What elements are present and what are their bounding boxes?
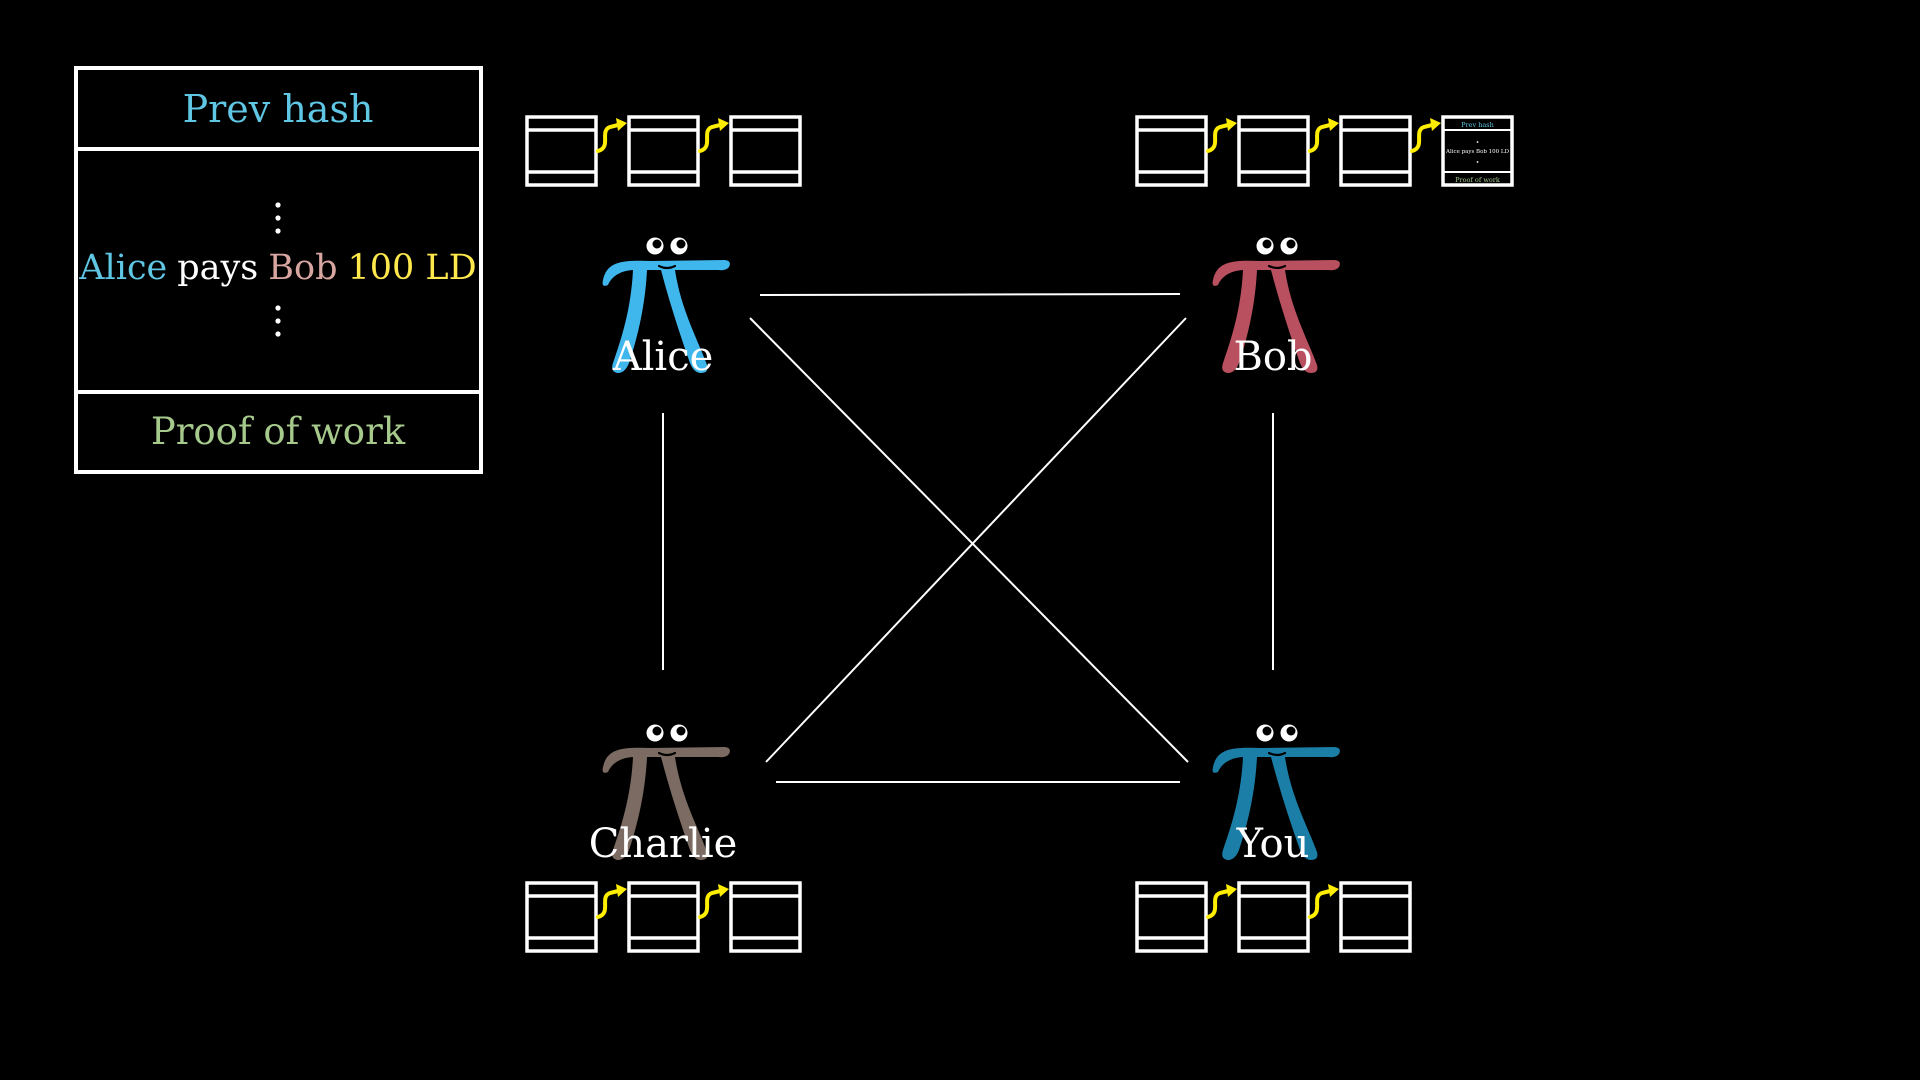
block-outline (74, 66, 483, 474)
bob-chain-block (1135, 115, 1208, 187)
bob-name-label: Bob (1233, 334, 1312, 380)
bob-mouth (1267, 264, 1287, 270)
mini-block-transaction: Alice pays Bob 100 LD (1445, 149, 1510, 155)
you-chain-arrow (1206, 884, 1237, 919)
charlie-chain-arrow (596, 884, 627, 919)
alice-pi-body (602, 260, 730, 373)
vertical-ellipsis-top (275, 202, 281, 234)
connection-alice-you (749, 317, 1189, 763)
alice-eyes (646, 237, 688, 255)
charlie-name-label: Charlie (589, 821, 738, 867)
connection-alice-bob (759, 293, 1181, 296)
you-chain-block (1237, 881, 1310, 953)
connection-bob-charlie (765, 317, 1187, 763)
transaction-verb: pays (177, 248, 258, 288)
charlie-blockchain (525, 881, 802, 953)
alice-chain-block (525, 115, 598, 187)
you-eyes (1256, 724, 1298, 742)
transaction-amount: 100 LD (347, 248, 476, 288)
charlie-chain-block (525, 881, 598, 953)
alice-chain-arrow (596, 118, 627, 153)
bob-chain-arrow (1410, 118, 1441, 153)
alice-name-label: Alice (612, 334, 714, 380)
bob-chain-block (1339, 115, 1412, 187)
bob-pi-body (1212, 260, 1340, 373)
alice-pi-character (602, 237, 730, 373)
you-name-label: You (1236, 821, 1310, 867)
prev-hash-label: Prev hash (183, 87, 374, 131)
charlie-mouth (657, 751, 677, 757)
you-chain-block (1135, 881, 1208, 953)
you-chain-block (1339, 881, 1412, 953)
alice-chain-block (729, 115, 802, 187)
charlie-eyes (646, 724, 688, 742)
mini-block-proof: Proof of work (1455, 176, 1500, 184)
transaction-payer: Alice (78, 248, 167, 288)
proof-of-work-label: Proof of work (151, 410, 406, 453)
alice-mouth (657, 264, 677, 270)
alice-chain-block (627, 115, 700, 187)
charlie-pi-body (602, 747, 730, 860)
you-pi-body (1212, 747, 1340, 860)
bob-eyes (1256, 237, 1298, 255)
you-mouth (1267, 751, 1287, 757)
you-blockchain (1135, 881, 1412, 953)
bob-chain-arrow (1206, 118, 1237, 153)
you-chain-arrow (1308, 884, 1339, 919)
bob-pi-character (1212, 237, 1340, 373)
alice-chain-arrow (698, 118, 729, 153)
mini-block-prev-hash: Prev hash (1461, 121, 1494, 129)
charlie-chain-block (729, 881, 802, 953)
charlie-chain-block (627, 881, 700, 953)
transaction-payee: Bob (268, 248, 337, 288)
bob-chain-arrow (1308, 118, 1339, 153)
charlie-pi-character (602, 724, 730, 860)
charlie-chain-arrow (698, 884, 729, 919)
vertical-ellipsis-bottom (275, 305, 281, 337)
alice-blockchain (525, 115, 802, 187)
you-pi-character (1212, 724, 1340, 860)
network-connections (662, 293, 1274, 783)
bob-chain-block (1237, 115, 1310, 187)
